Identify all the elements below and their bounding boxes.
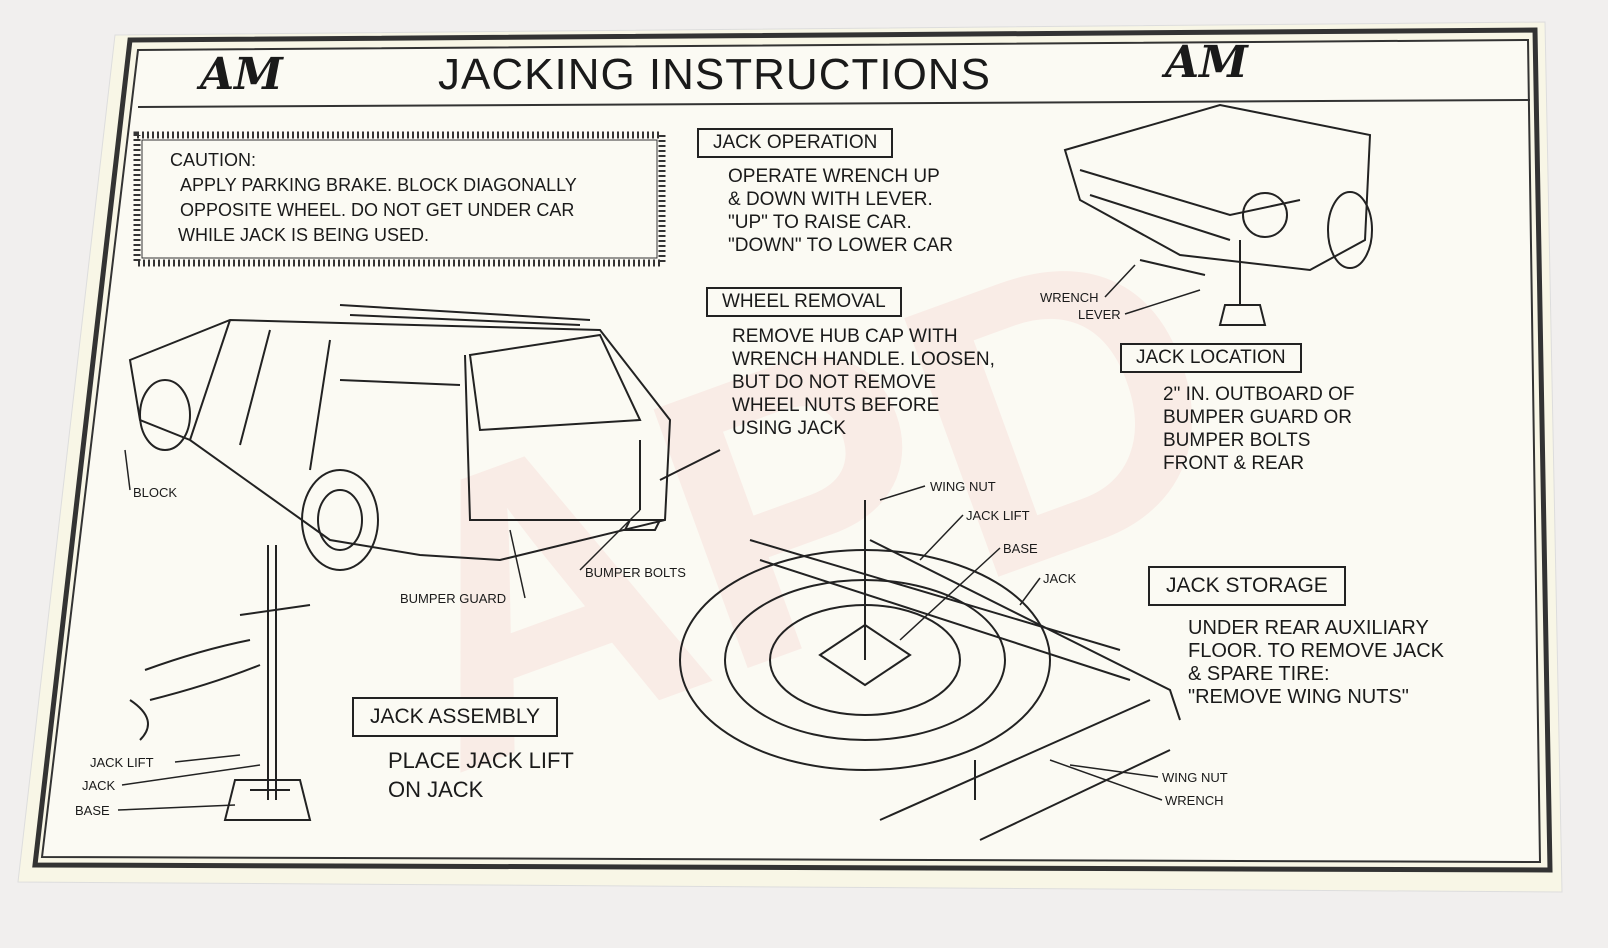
text-line: OPERATE WRENCH UP [728,166,940,187]
text-line: PLACE JACK LIFT [388,748,574,773]
jack-storage-heading: JACK STORAGE [1148,566,1346,606]
label-bumper-guard: BUMPER GUARD [400,591,507,606]
caution-line: WHILE JACK IS BEING USED. [178,225,430,245]
text-line: "REMOVE WING NUTS" [1188,686,1409,708]
label-jack-assembly: JACK [82,778,116,793]
am-logo-left: AM [200,49,283,100]
page-title: JACKING INSTRUCTIONS [438,50,991,99]
label-jack-lift-assembly: JACK LIFT [90,755,154,770]
jack-operation-heading: JACK OPERATION [697,128,894,158]
spare-tire-drawing [679,500,1181,841]
text-line: WHEEL NUTS BEFORE [732,395,940,416]
jack-assembly-text: PLACE JACK LIFT ON JACK [388,746,574,804]
text-line: ON JACK [388,777,484,802]
label-jack-lift: JACK LIFT [966,508,1030,523]
label-block: BLOCK [133,485,178,500]
label-bumper-bolts: BUMPER BOLTS [585,565,686,580]
label-wing-nut: WING NUT [930,479,996,494]
text-line: WRENCH HANDLE. LOOSEN, [732,349,995,370]
inner-border [40,38,1542,864]
caution-box [133,131,666,267]
jack-operation-text: OPERATE WRENCH UP & DOWN WITH LEVER. "UP… [728,165,953,257]
text-line: REMOVE HUB CAP WITH [732,326,958,347]
label-lever: LEVER [1078,307,1121,322]
text-line: 2" IN. OUTBOARD OF [1163,384,1355,405]
label-wrench: WRENCH [1040,290,1099,305]
wheel-removal-heading: WHEEL REMOVAL [706,287,902,317]
jack-location-heading: JACK LOCATION [1120,343,1302,373]
text-line: UNDER REAR AUXILIARY [1188,617,1429,639]
label-wrench-bottom: WRENCH [1165,793,1224,808]
text-line: BUMPER BOLTS [1163,430,1311,451]
label-base: BASE [1003,541,1038,556]
wheel-removal-text: REMOVE HUB CAP WITH WRENCH HANDLE. LOOSE… [732,325,995,440]
caution-text: CAUTION: APPLY PARKING BRAKE. BLOCK DIAG… [150,148,577,248]
label-jack: JACK [1043,571,1077,586]
text-line: FLOOR. TO REMOVE JACK [1188,640,1444,662]
jack-location-text: 2" IN. OUTBOARD OF BUMPER GUARD OR BUMPE… [1163,383,1354,475]
header-divider [137,99,1531,108]
front-car-drawing [1063,103,1373,326]
caution-heading: CAUTION: [170,150,257,170]
jack-storage-text: UNDER REAR AUXILIARY FLOOR. TO REMOVE JA… [1188,617,1444,709]
text-line: BUT DO NOT REMOVE [732,372,937,393]
jack-assembly-drawing [129,545,312,821]
text-line: & DOWN WITH LEVER. [728,189,933,210]
text-line: & SPARE TIRE: [1188,663,1330,685]
text-line: USING JACK [732,418,847,439]
am-logo-right: AM [1165,37,1248,88]
caution-line: APPLY PARKING BRAKE. BLOCK DIAGONALLY [180,175,577,195]
outer-border [32,27,1553,873]
jack-assembly-heading: JACK ASSEMBLY [352,697,559,737]
text-line: "UP" TO RAISE CAR. [728,212,912,233]
label-base-assembly: BASE [75,803,110,818]
label-wing-nut-bottom: WING NUT [1162,770,1228,785]
caution-line: OPPOSITE WHEEL. DO NOT GET UNDER CAR [180,200,575,220]
text-line: FRONT & REAR [1163,453,1305,474]
station-wagon-drawing [128,304,721,571]
text-line: BUMPER GUARD OR [1163,407,1352,428]
text-line: "DOWN" TO LOWER CAR [728,235,953,256]
